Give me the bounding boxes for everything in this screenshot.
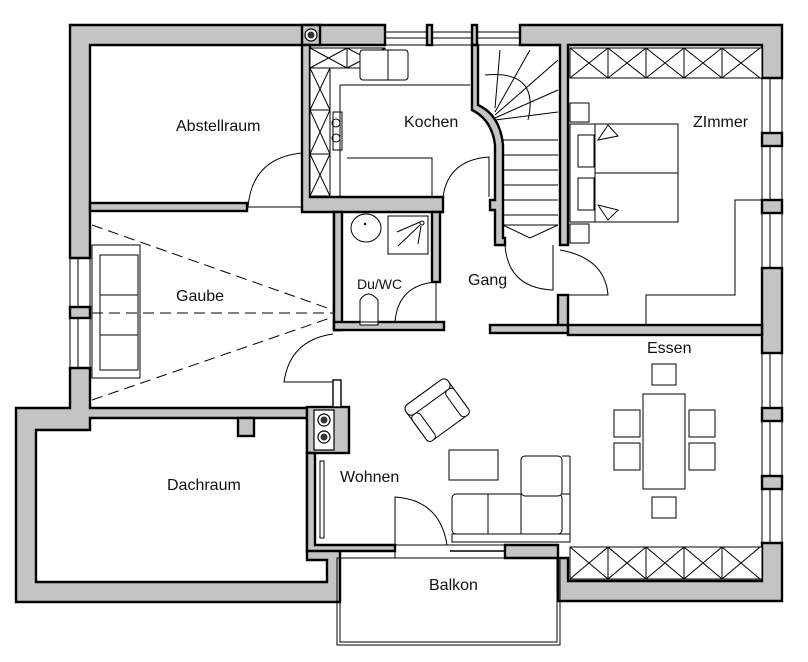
flue-core (307, 31, 315, 39)
window-mullion (425, 23, 434, 47)
door-kitchen[interactable] (442, 156, 490, 198)
roof-slope-lines (91, 224, 334, 401)
wall-zimmer-bottom (566, 323, 764, 337)
balkon-outline (336, 557, 561, 646)
room-label-wohnen: Wohnen (340, 469, 400, 486)
room-label-balkon: Balkon (429, 577, 478, 594)
room-label-du-wc: Du/WC (357, 276, 403, 292)
window-mullion (760, 474, 784, 491)
desk (645, 199, 762, 325)
window-mullion (760, 198, 784, 215)
wall-stub (332, 379, 342, 408)
door-stair[interactable] (504, 244, 554, 291)
wardrobe-bottom (569, 546, 763, 580)
flue-core (320, 433, 328, 441)
room-label-abstellraum: Abstellraum (176, 118, 261, 135)
washbasin (350, 213, 382, 243)
wall-gang-bottom (488, 323, 570, 335)
dining-table (642, 393, 686, 490)
room-label-gang: Gang (468, 272, 508, 289)
wall-top-right (518, 23, 784, 247)
wall-stair (470, 43, 507, 247)
room-label-gaube: Gaube (176, 288, 225, 305)
toilet (359, 293, 379, 326)
window-mullion (760, 406, 784, 423)
window-essen[interactable] (761, 352, 783, 544)
door-abstellraum[interactable] (247, 152, 303, 208)
room-label-kochen: Kochen (404, 114, 459, 131)
door-balcony[interactable] (394, 496, 448, 546)
staircase[interactable] (484, 49, 559, 239)
wall-bath-left (332, 210, 344, 332)
door-bath[interactable] (394, 281, 437, 323)
pilaster (236, 416, 256, 438)
radiator (319, 460, 325, 539)
kitchen-sink (359, 49, 409, 81)
room-label-essen: Essen (647, 340, 692, 357)
coffee-table (448, 449, 499, 481)
wall-bath-bottom (332, 320, 446, 332)
wall-right-mid (760, 266, 784, 355)
room-label-dachraum: Dachraum (167, 477, 241, 494)
wall-bath-right (430, 210, 442, 284)
window-mullion (470, 23, 479, 47)
wardrobe-top (569, 47, 763, 79)
shower (387, 215, 429, 255)
wall-abstellraum-bottom (88, 201, 249, 213)
door-zimmer[interactable] (559, 249, 609, 296)
couch-gaube (91, 244, 141, 379)
window-zimmer[interactable] (761, 77, 783, 269)
dining-chairs (613, 363, 716, 519)
armchair (404, 378, 470, 442)
window-mullion (760, 131, 784, 148)
window-mullion (68, 305, 92, 320)
double-bed (569, 102, 679, 244)
kitchen-counter (339, 84, 470, 196)
door-gaube[interactable] (283, 333, 334, 383)
room-label-zimmer: ZImmer (693, 114, 749, 131)
sofa (451, 455, 571, 543)
flue-core (320, 416, 328, 424)
balkon-inner (339, 557, 558, 643)
